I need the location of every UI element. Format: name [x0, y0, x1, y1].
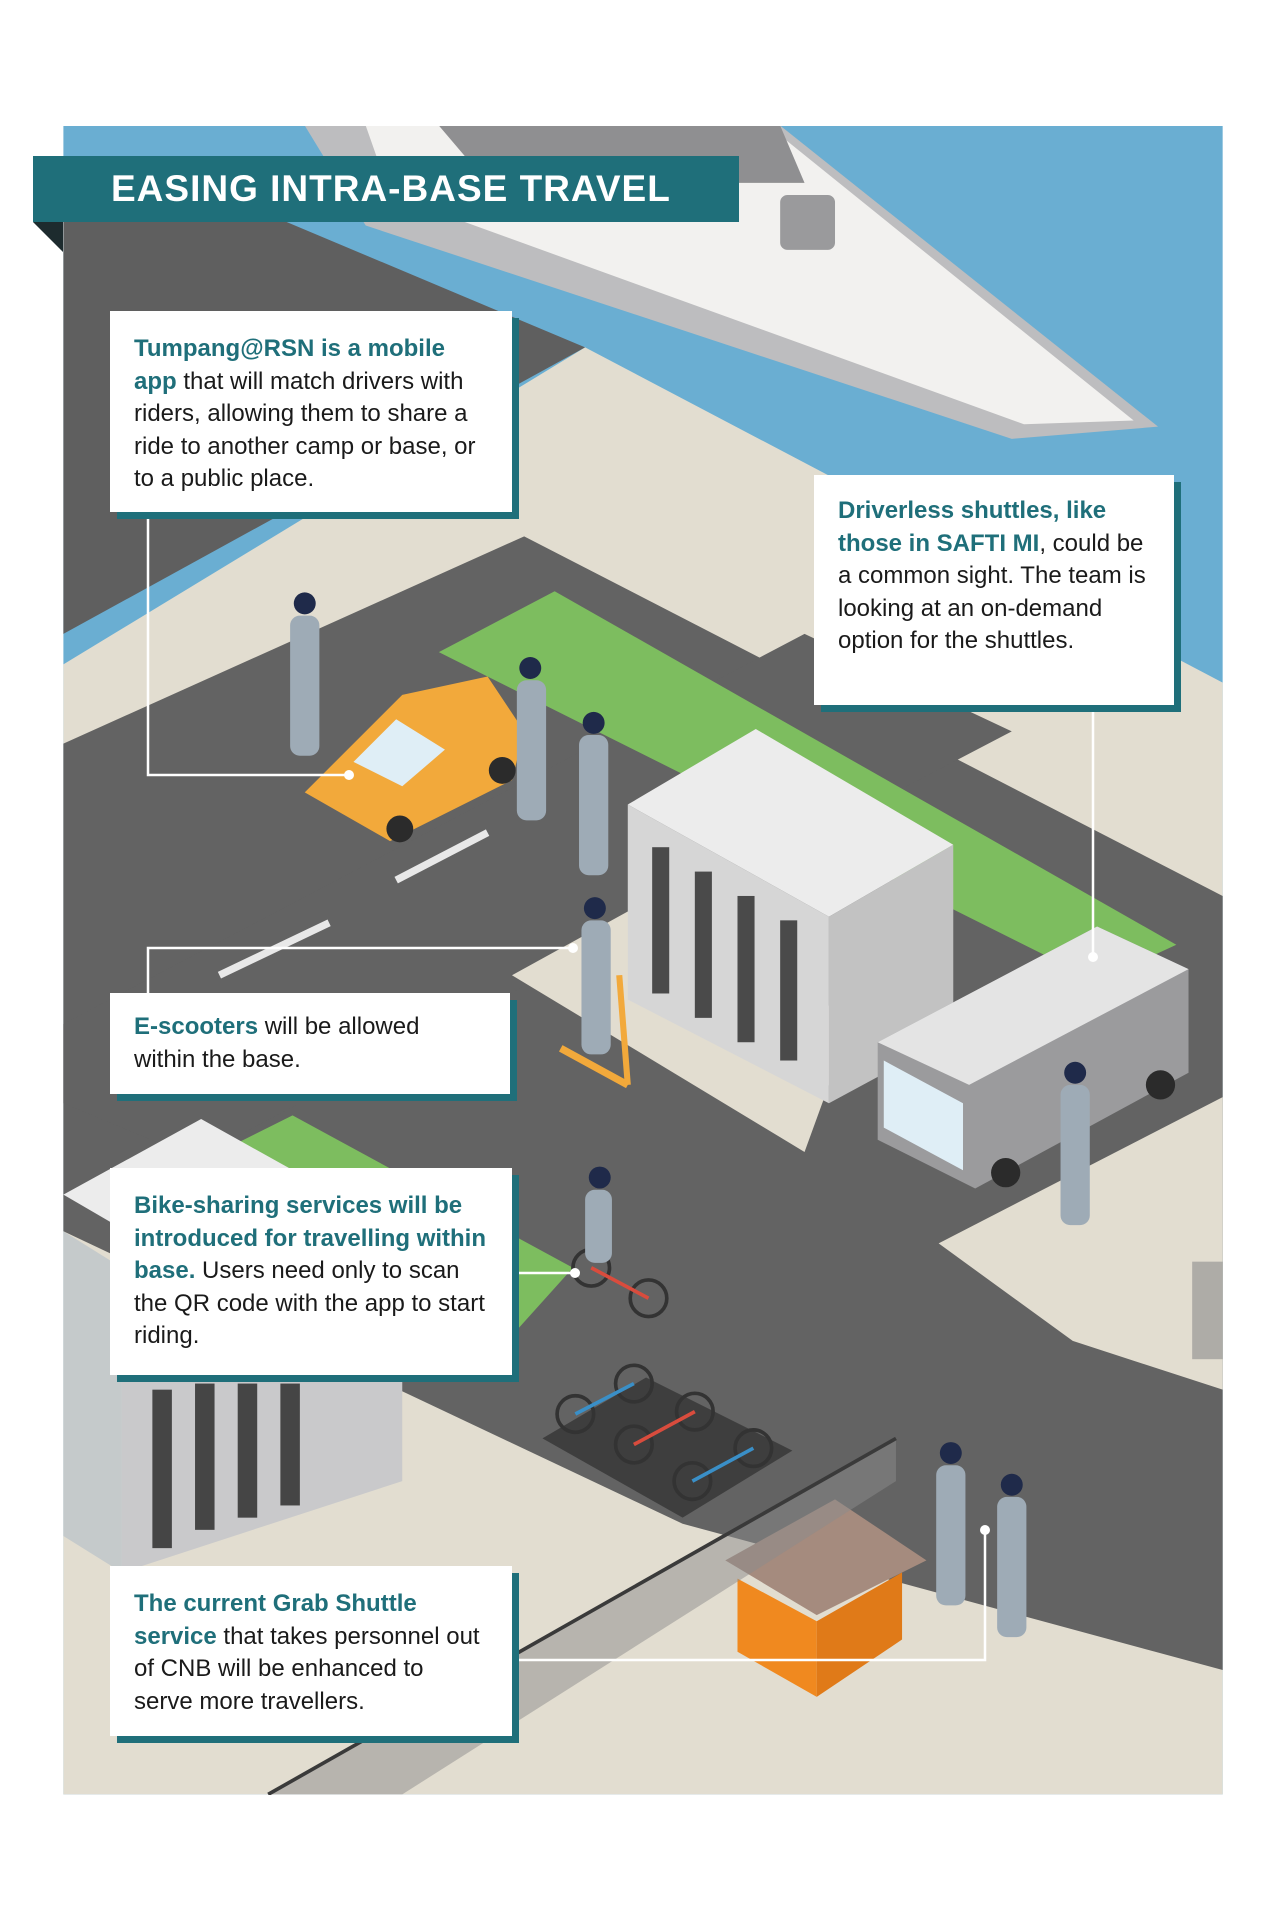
title-fold: [33, 222, 63, 252]
ship-turret: [780, 195, 836, 250]
callout-driverless: Driverless shuttles, like those in SAFTI…: [814, 475, 1174, 705]
callout-highlight: E-scooters: [134, 1013, 259, 1040]
callout-highlight: Bike-sharing services will be introduced…: [134, 1192, 487, 1284]
e-scooter-stem: [616, 974, 631, 1086]
shuttle-windshield: [883, 1060, 964, 1171]
parking-lot: [542, 1377, 793, 1518]
sidewalk-right: [938, 1097, 1223, 1390]
e-scooter: [558, 1045, 630, 1089]
personnel: [290, 592, 1090, 1638]
callout-text: will be allowed within the base.: [134, 1013, 420, 1073]
car-windshield: [353, 719, 445, 787]
office-front: [121, 1377, 403, 1573]
callout-grab-shuttle: The current Grab Shuttle service that ta…: [110, 1566, 512, 1736]
callout-bike-sharing: Bike-sharing services will be introduced…: [110, 1168, 512, 1375]
fence-right: [1192, 1261, 1223, 1360]
building-top: [627, 728, 954, 917]
connector-dots: [344, 770, 1098, 1535]
callout-text: that takes personnel out of CNB will be …: [134, 1622, 480, 1715]
callout-escooters: E-scooters will be allowed within the ba…: [110, 993, 510, 1094]
road-marking: [394, 829, 490, 884]
office-left: [63, 1231, 122, 1573]
callout-highlight: Driverless shuttles, like those in SAFTI…: [838, 497, 1107, 557]
shelter-wall: [737, 1578, 817, 1697]
bus-wheel: [991, 1158, 1021, 1188]
callout-text: Users need only to scan the QR code with…: [134, 1257, 485, 1349]
shuttle-roof: [877, 926, 1189, 1085]
office-windows: [152, 1383, 300, 1549]
bicycles: [555, 1247, 774, 1502]
building-left: [627, 804, 829, 1104]
building-windows: [652, 847, 798, 1061]
bus-wheel: [1145, 1070, 1176, 1100]
callout-tumpang: Tumpang@RSN is a mobile app that will ma…: [110, 311, 512, 512]
connector-lines: [146, 518, 1095, 1662]
callout-highlight: Tumpang@RSN is a mobile app: [134, 335, 445, 395]
callout-text: , could be a common sight. The team is l…: [838, 529, 1146, 655]
page-title: EASING INTRA-BASE TRAVEL: [33, 156, 739, 222]
car-wheel: [386, 815, 414, 843]
callout-highlight: The current Grab Shuttle service: [134, 1590, 417, 1650]
shelter-side: [816, 1572, 903, 1697]
shelter-roof: [725, 1499, 927, 1616]
car-wheel: [488, 756, 516, 784]
callout-text: that will match drivers with riders, all…: [134, 367, 476, 493]
